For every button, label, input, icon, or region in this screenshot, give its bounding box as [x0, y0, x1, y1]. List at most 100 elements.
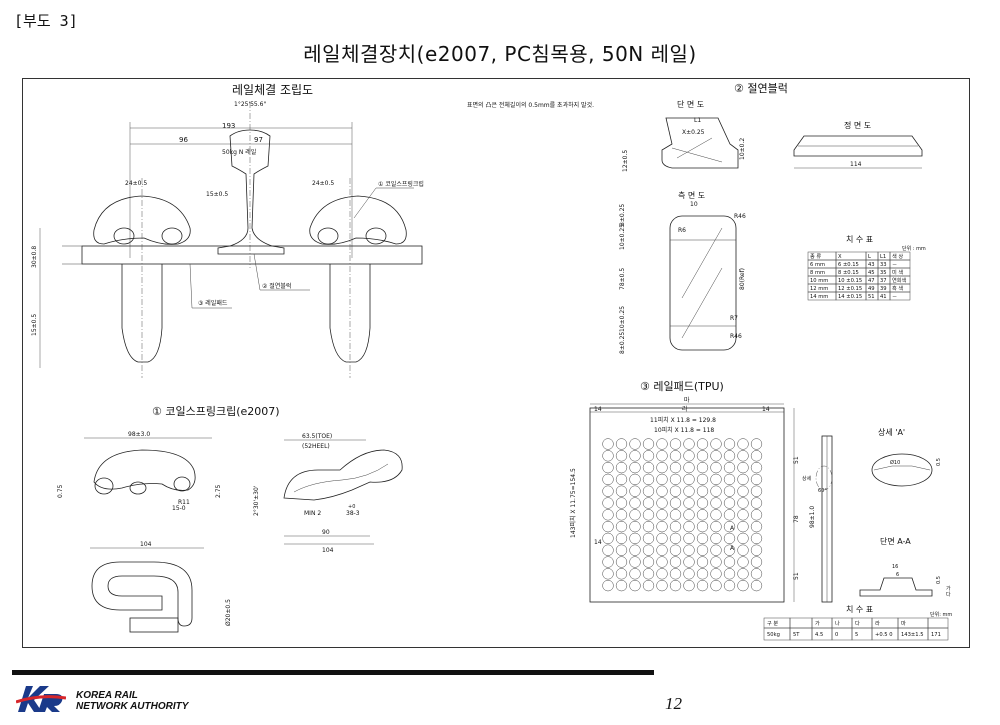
pad-hole — [737, 556, 749, 568]
svg-text:10±0.25: 10±0.25 — [619, 224, 626, 250]
svg-text:104: 104 — [322, 547, 334, 554]
table-header: 라 — [875, 619, 880, 627]
svg-text:R7: R7 — [730, 315, 738, 322]
svg-text:0.5: 0.5 — [936, 576, 942, 584]
pad-hole — [750, 461, 763, 474]
pad-hole — [602, 473, 614, 486]
assembly-dim-clip-left: 24±0.5 — [125, 180, 147, 187]
table-header: 종 류 — [810, 253, 821, 260]
table-cell: 41 — [880, 294, 887, 300]
pad-hole — [602, 509, 614, 521]
table-cell: +0.5 0 — [875, 632, 893, 638]
assembly-title: 레일체결 조립도 — [232, 83, 313, 97]
pad-hole — [615, 450, 628, 462]
pad-hole — [602, 532, 614, 545]
assembly-dim-right: 97 — [254, 136, 263, 144]
pad-hole — [656, 568, 668, 580]
org-name: KOREA RAIL NETWORK AUTHORITY — [76, 690, 188, 712]
pad-hole — [602, 568, 614, 580]
svg-text:R6: R6 — [678, 227, 686, 234]
pad-hole — [737, 579, 749, 592]
table-cell: － — [892, 294, 897, 300]
svg-text:63.5(TOE): 63.5(TOE) — [302, 433, 332, 440]
pad-hole-grid — [602, 438, 763, 592]
svg-text:2°30'±30': 2°30'±30' — [253, 485, 260, 516]
front-view-label: 정 면 도 — [844, 120, 871, 130]
pad-hole — [615, 473, 628, 486]
table-cell: 5T — [793, 632, 800, 638]
table-cell: 5 — [855, 632, 858, 638]
pad-hole — [669, 568, 682, 580]
pad-hole — [629, 438, 641, 450]
pad-hole — [629, 497, 641, 509]
pad-hole — [696, 556, 709, 568]
svg-text:6: 6 — [896, 572, 899, 578]
pad-hole — [710, 461, 722, 474]
table-cell: 12 ±0.15 — [838, 286, 862, 292]
table-header: 다 — [855, 619, 860, 627]
pad-hole — [683, 532, 695, 545]
svg-text:라: 라 — [682, 405, 688, 413]
pad-hole — [750, 485, 763, 497]
assembly-dim-left: 96 — [179, 136, 188, 144]
pad-hole — [723, 461, 736, 474]
pad-hole — [696, 532, 709, 545]
pad-hole — [629, 556, 641, 568]
table-cell: 4.5 — [815, 632, 823, 638]
pad-hole — [750, 568, 763, 580]
pad-hole — [602, 497, 614, 509]
kr-logo — [16, 686, 66, 712]
pad-hole — [669, 461, 682, 474]
pad-hole — [669, 532, 682, 545]
pad-hole — [710, 485, 722, 497]
page-number: 12 — [665, 694, 682, 713]
table-header: 가 — [815, 619, 820, 627]
insulator-table-title: 치 수 표 — [846, 235, 873, 244]
pad-hole — [615, 485, 628, 497]
pad-hole — [615, 438, 628, 450]
pad-hole — [723, 509, 736, 521]
svg-text:R46: R46 — [734, 213, 746, 220]
table-cell: 연회색 — [892, 276, 907, 284]
section-view-label: 단 면 도 — [677, 99, 704, 109]
pad-hole — [683, 497, 695, 509]
svg-text:14: 14 — [594, 406, 602, 413]
pad-hole — [723, 450, 736, 462]
pad-hole — [642, 485, 655, 497]
pad-hole — [602, 461, 614, 474]
assembly-dim-height1: 30±0.8 — [31, 246, 38, 268]
pad-hole — [737, 568, 749, 580]
pad-hole — [696, 568, 709, 580]
pad-hole — [683, 579, 695, 592]
pad-hole — [750, 473, 763, 486]
pad-hole — [737, 461, 749, 474]
pad-hole — [737, 520, 749, 533]
pad-hole — [615, 556, 628, 568]
svg-text:0.75: 0.75 — [57, 484, 64, 498]
pad-hole — [642, 450, 655, 462]
pad-hole — [615, 568, 628, 580]
pad-hole — [656, 544, 668, 556]
table-header: L1 — [880, 254, 886, 260]
svg-text:90: 90 — [322, 529, 330, 536]
pad-hole — [602, 520, 614, 533]
table-cell: 0 — [835, 632, 838, 638]
svg-text:12±0.5: 12±0.5 — [622, 150, 629, 172]
svg-text:Ø20±0.5: Ø20±0.5 — [225, 599, 232, 626]
svg-text:Ø10: Ø10 — [890, 459, 900, 466]
pad-hole — [669, 438, 682, 450]
svg-text:98±3.0: 98±3.0 — [128, 431, 150, 438]
pad-hole — [696, 438, 709, 450]
pad-hole — [750, 497, 763, 509]
pad-hole — [723, 556, 736, 568]
svg-text:80(Ref): 80(Ref) — [739, 268, 746, 290]
pad-hole — [710, 509, 722, 521]
table-header: L — [868, 254, 871, 260]
pad-hole — [669, 497, 682, 509]
pad-hole — [710, 450, 722, 462]
pad-hole — [696, 579, 709, 592]
pad-hole — [669, 520, 682, 533]
table-cell: 43 — [868, 262, 875, 268]
svg-text:15-0: 15-0 — [172, 505, 186, 512]
